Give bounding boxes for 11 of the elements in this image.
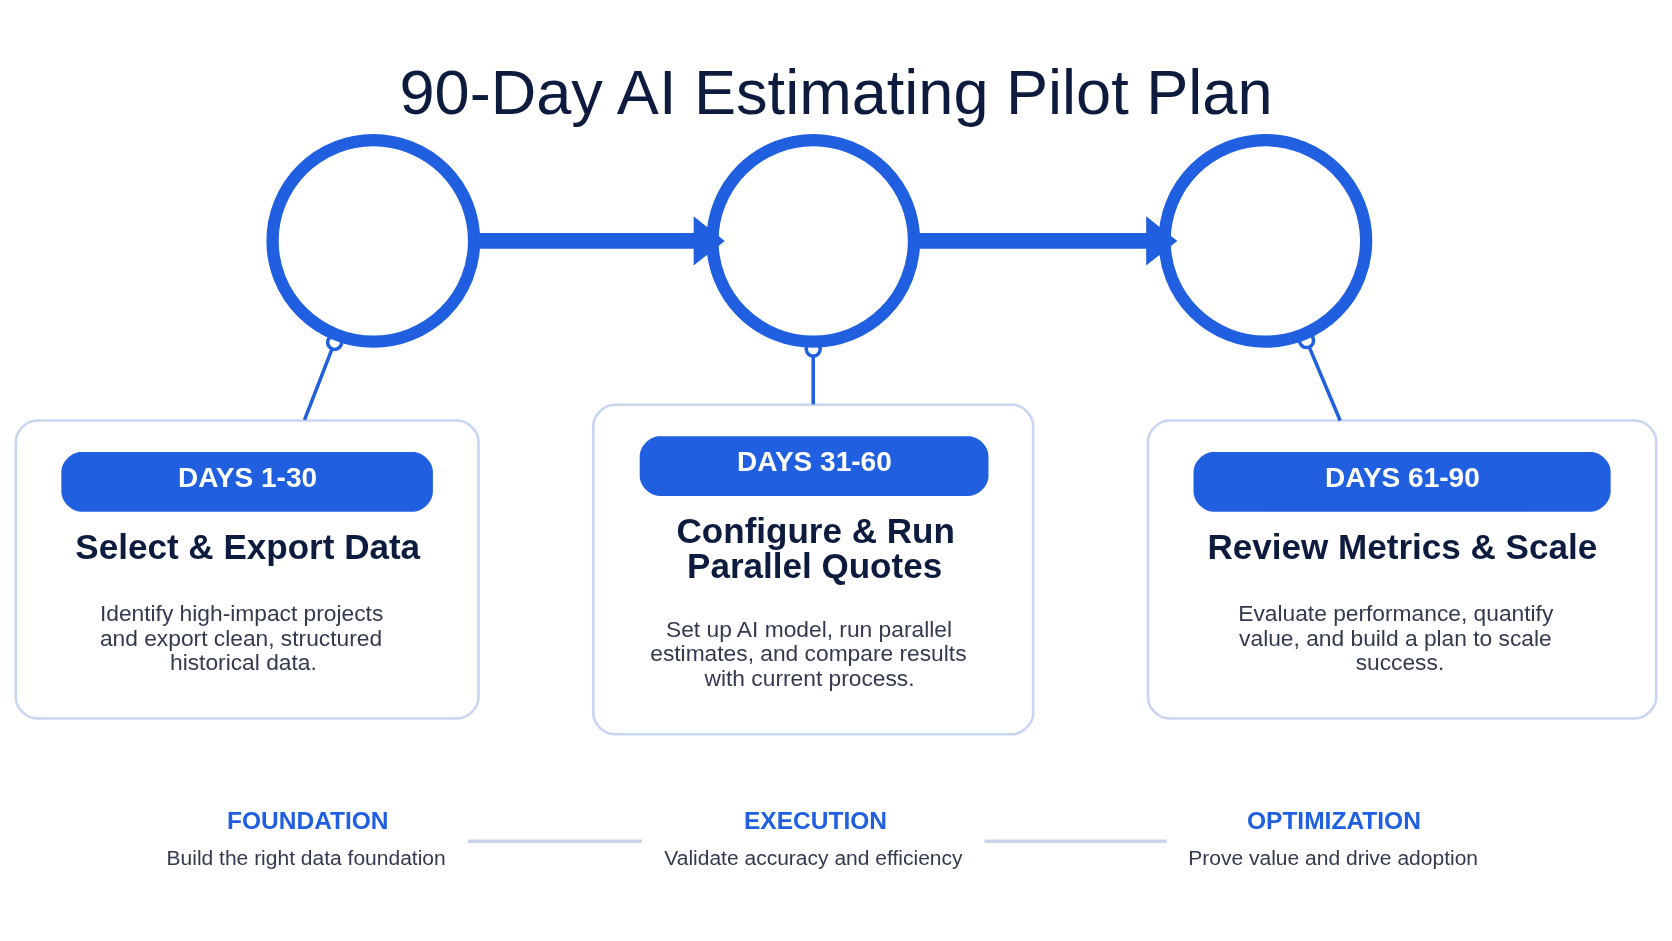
node-box: DAYS 31-60 Configure & Run Parallel Quotes Set up AI model, run parallel estimates, and compare results with current process. [591, 403, 1035, 736]
node-circle [706, 134, 921, 348]
node-circle [266, 134, 481, 348]
node-box: DAYS 1-30 Select & Export Data Identify high-impact projects and export clean, structured historical data. [14, 419, 480, 720]
node-box: DAYS 61-90 Review Metrics & Scale Evaluate performance, quantify value, and build a plan to scale success. [1146, 419, 1658, 720]
node-text: FOUNDATION Build the right data foundation [166, 807, 446, 870]
diagram-title: 90-Day AI Estimating Pilot Plan [399, 56, 1273, 127]
connector [984, 839, 1167, 843]
node-text: EXECUTION Validate accuracy and efficiency [664, 807, 963, 870]
node-text: OPTIMIZATION Prove value and drive adoption [1188, 807, 1479, 870]
connector [467, 839, 642, 843]
